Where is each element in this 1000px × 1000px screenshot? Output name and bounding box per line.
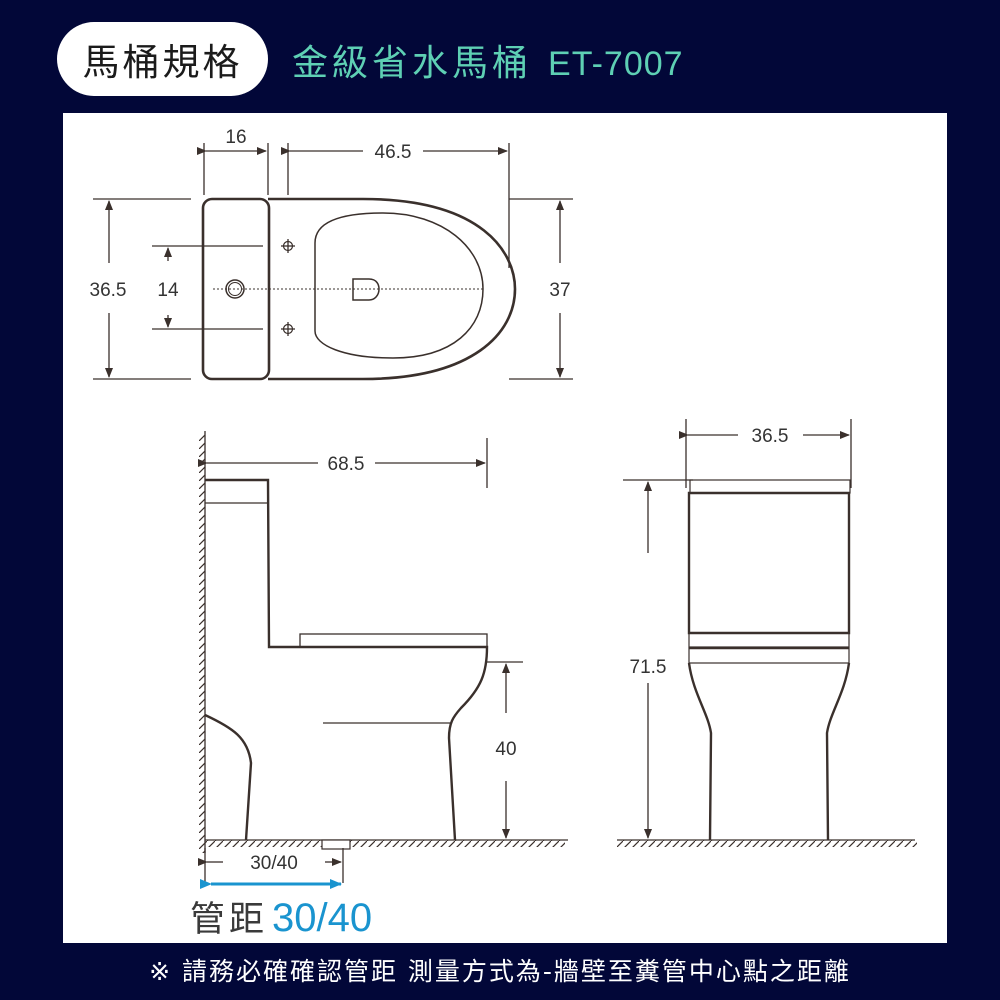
front-view (617, 419, 917, 847)
pipe-distance-title: 管距 (190, 900, 269, 940)
dim-front-width: 36.5 (752, 426, 789, 447)
dim-tank-depth: 16 (225, 127, 246, 148)
side-view (198, 431, 568, 889)
dim-tank-width: 36.5 (90, 280, 127, 301)
technical-drawing: 16 46.5 36.5 14 37 (90, 127, 917, 889)
dim-seat-height: 40 (495, 739, 516, 760)
front-view-labels: 36.5 71.5 (630, 426, 789, 678)
dim-rough-in: 30/40 (250, 853, 298, 874)
top-view-labels: 16 46.5 36.5 14 37 (90, 127, 571, 301)
product-name: 金級省水馬桶 (292, 43, 533, 84)
dim-bowl-length: 46.5 (375, 142, 412, 163)
top-view (93, 143, 573, 381)
footer-note: ※ 請務必確確認管距 測量方式為-牆壁至糞管中心點之距離 (149, 957, 851, 986)
pipe-distance-value: 30/40 (272, 896, 373, 940)
dim-bowl-width: 37 (549, 280, 570, 301)
spec-badge-label: 馬桶規格 (82, 41, 243, 84)
product-model: ET-7007 (548, 45, 684, 83)
spec-badge: 馬桶規格 (57, 22, 268, 96)
dim-total-height: 71.5 (630, 657, 667, 678)
side-view-labels: 68.5 40 30/40 (250, 454, 516, 874)
dim-total-depth: 68.5 (328, 454, 365, 475)
dim-mount-spacing: 14 (157, 280, 179, 301)
diagram-panel: 16 46.5 36.5 14 37 (63, 113, 947, 943)
product-title: 金級省水馬桶 ET-7007 (292, 34, 684, 86)
